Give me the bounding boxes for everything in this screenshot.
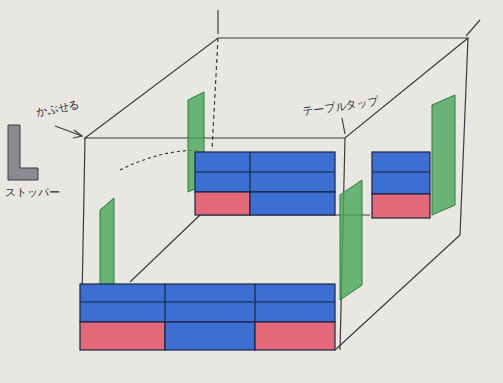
leader-line bbox=[466, 20, 480, 36]
blue-block bbox=[80, 284, 335, 322]
front-stack bbox=[80, 284, 335, 350]
note-label: テーブルタップ bbox=[299, 94, 381, 118]
green-panels bbox=[100, 92, 455, 300]
blue-block bbox=[195, 152, 335, 192]
l-frame bbox=[8, 125, 38, 180]
leader-line bbox=[342, 118, 345, 134]
l-frame-icon bbox=[8, 125, 38, 180]
red-block bbox=[372, 194, 430, 218]
frame-edge bbox=[460, 38, 468, 235]
blue-block bbox=[165, 322, 255, 350]
block-seam bbox=[372, 171, 430, 172]
back-stack bbox=[195, 152, 335, 215]
note-label: かぶせる bbox=[33, 97, 83, 120]
block-seam bbox=[195, 171, 335, 172]
leader-line bbox=[217, 10, 218, 34]
frame-edge bbox=[130, 215, 200, 282]
red-block bbox=[255, 322, 335, 350]
top-face bbox=[85, 38, 468, 138]
blue-block bbox=[372, 152, 430, 194]
blue-block bbox=[250, 192, 335, 215]
green-panel bbox=[340, 180, 362, 300]
block-seam bbox=[80, 301, 335, 302]
pointer-arrow bbox=[55, 126, 82, 136]
frame-edge bbox=[82, 138, 85, 300]
red-block bbox=[80, 322, 165, 350]
arrow-head bbox=[73, 130, 82, 138]
red-block bbox=[195, 192, 250, 215]
right-stack bbox=[372, 152, 430, 218]
green-panel bbox=[432, 95, 455, 215]
hidden-edge bbox=[212, 38, 218, 150]
arrows bbox=[55, 10, 480, 138]
note-label: ストッパー bbox=[3, 186, 62, 199]
